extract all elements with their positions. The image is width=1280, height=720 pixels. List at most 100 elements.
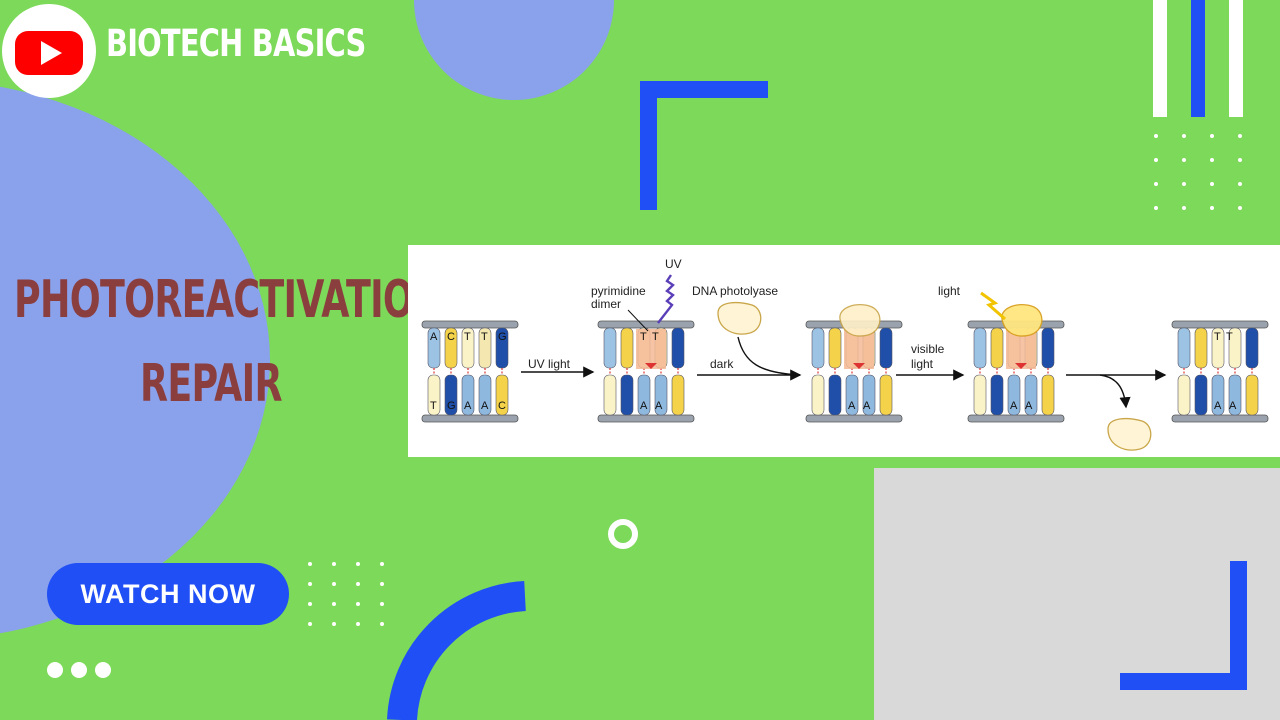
grid-dot: [332, 602, 336, 606]
dna-base: [1211, 374, 1225, 416]
dna-base: [811, 374, 825, 416]
dna-base: [1194, 374, 1208, 416]
arc-decoration: [387, 581, 527, 720]
grid-dot: [1182, 158, 1186, 162]
dna-base: [879, 374, 893, 416]
dna-base: [1194, 327, 1208, 369]
base-letter: C: [498, 400, 506, 412]
grid-dot: [356, 582, 360, 586]
dna-base: [603, 374, 617, 416]
grid-dot: [308, 562, 312, 566]
corner-bracket-decoration: [1120, 673, 1247, 690]
dna-base: [973, 327, 987, 369]
dna-base: [1245, 327, 1259, 369]
dna-base: [603, 327, 617, 369]
label-uv: UV: [665, 257, 682, 271]
dna-backbone: [967, 414, 1065, 423]
grid-dot: [1238, 158, 1242, 162]
base-letter: A: [1010, 400, 1018, 412]
dot-decoration: [47, 662, 63, 678]
dna-base: [620, 374, 634, 416]
corner-bracket-decoration: [1230, 561, 1247, 690]
stripe-decoration: [1153, 0, 1167, 117]
dna-base: [828, 374, 842, 416]
base-letter: A: [481, 400, 489, 412]
grid-dot: [1182, 134, 1186, 138]
dna-base: [1007, 374, 1021, 416]
dna-base: [990, 374, 1004, 416]
dna-base: [427, 374, 441, 416]
photolyase-enzyme-icon: [717, 301, 762, 335]
dna-backbone: [421, 414, 519, 423]
dna-backbone: [597, 320, 695, 329]
arrow: [1099, 374, 1131, 409]
dna-backbone: [1171, 320, 1269, 329]
pyrimidine-dimer: [636, 329, 666, 369]
label-dimer: dimer: [591, 297, 621, 311]
dot-decoration: [71, 662, 87, 678]
grid-dot: [380, 622, 384, 626]
base-letter: T: [640, 331, 647, 343]
photolyase-enzyme-icon: [1107, 417, 1152, 451]
base-letter: A: [863, 400, 871, 412]
grid-dot: [308, 582, 312, 586]
dna-base: [1024, 374, 1038, 416]
base-letter: A: [1025, 400, 1033, 412]
dna-base: [811, 327, 825, 369]
dna-base: [620, 327, 634, 369]
dna-base: [461, 374, 475, 416]
dna-base: [495, 374, 509, 416]
base-letter: T: [481, 331, 488, 343]
base-letter: C: [447, 331, 455, 343]
dna-backbone: [597, 414, 695, 423]
label-light: light: [938, 284, 961, 298]
dna-base: [1177, 327, 1191, 369]
base-letter: T: [464, 331, 471, 343]
grid-dot: [1238, 182, 1242, 186]
base-letter: A: [655, 400, 663, 412]
uv-ray-icon: [657, 274, 675, 324]
base-letter: T: [1214, 331, 1221, 343]
base-letter: A: [464, 400, 472, 412]
dna-base: [879, 327, 893, 369]
dna-base: [671, 374, 685, 416]
base-letter: A: [848, 400, 856, 412]
base-letter: A: [640, 400, 648, 412]
grid-dot: [1182, 206, 1186, 210]
corner-bracket-decoration: [640, 81, 657, 210]
dna-base: [1228, 374, 1242, 416]
grid-dot: [356, 622, 360, 626]
light-ray-icon: [980, 291, 1006, 321]
corner-bracket-decoration: [640, 81, 768, 98]
dna-base: [1041, 374, 1055, 416]
base-letter: G: [498, 331, 507, 343]
dot-decoration: [95, 662, 111, 678]
watch-now-button[interactable]: WATCH NOW: [47, 563, 289, 625]
dna-base: [990, 327, 1004, 369]
grid-dot: [380, 562, 384, 566]
grid-dot: [1154, 206, 1158, 210]
dimer-bond-marker: [853, 363, 865, 369]
grid-dot: [380, 582, 384, 586]
top-circle-decoration: [414, 0, 614, 100]
pointer-line: [627, 309, 649, 332]
stripe-decoration: [1229, 0, 1243, 117]
base-letter: A: [1229, 400, 1237, 412]
channel-name: BIOTECH BASICS: [106, 22, 366, 65]
channel-logo[interactable]: [2, 4, 96, 98]
base-letter: T: [1226, 331, 1233, 343]
dna-base: [845, 374, 859, 416]
grid-dot: [380, 602, 384, 606]
arrow: [737, 336, 801, 376]
dna-base: [862, 374, 876, 416]
label-uv-light: UV light: [528, 357, 571, 371]
grid-dot: [308, 602, 312, 606]
grid-dot: [1238, 134, 1242, 138]
base-letter: A: [1214, 400, 1222, 412]
base-letter: A: [430, 331, 438, 343]
